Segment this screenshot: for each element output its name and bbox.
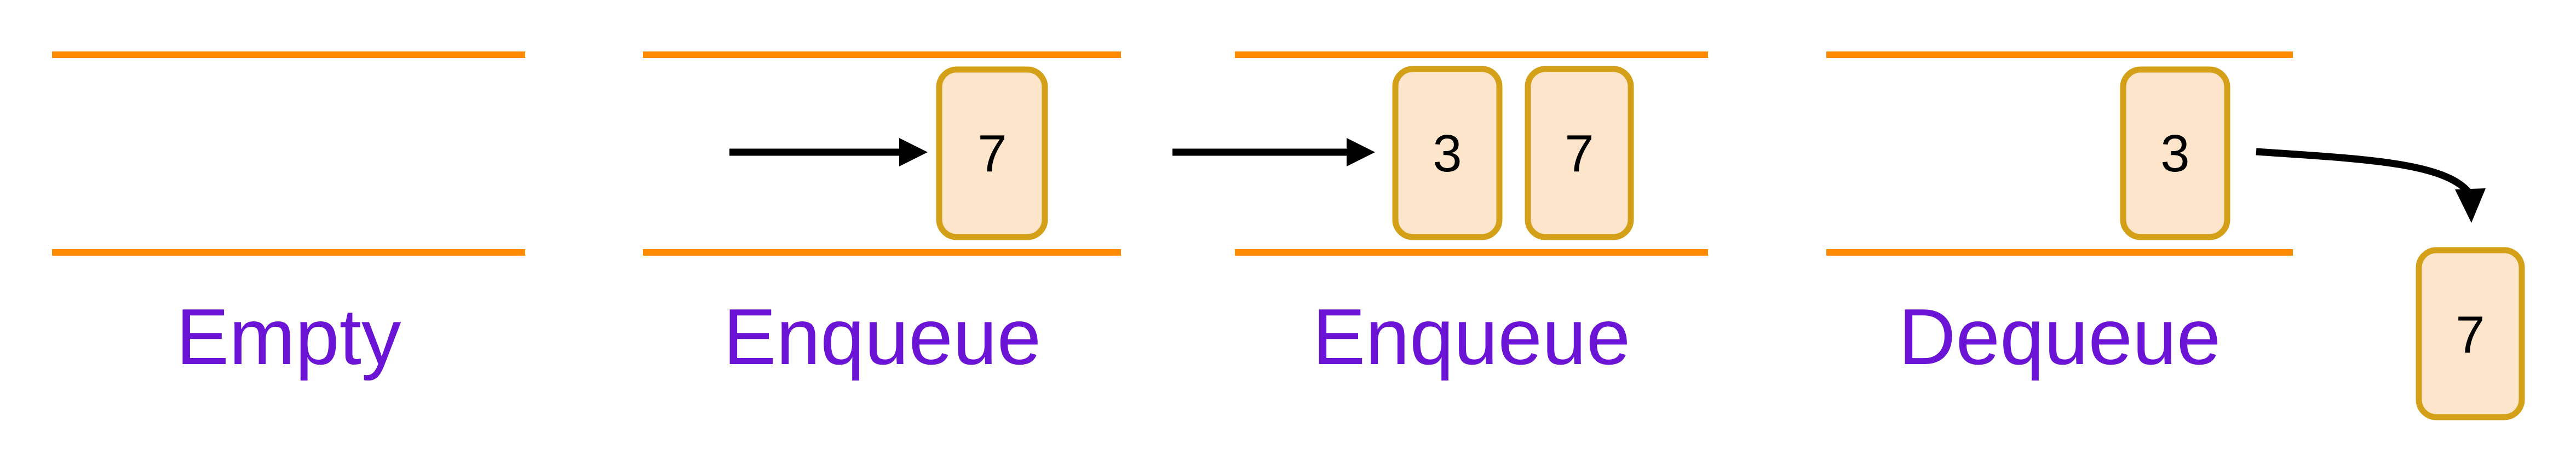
panel-label: Empty (176, 292, 401, 381)
queue-item-value: 3 (2160, 124, 2189, 183)
dequeued-item-value: 7 (2456, 305, 2485, 364)
queue-item-value: 3 (1433, 124, 1462, 183)
queue-item-box (1525, 66, 1634, 240)
queue-item-box (2120, 66, 2230, 240)
panel-label: Enqueue (723, 292, 1042, 381)
arrow-head (2455, 188, 2486, 223)
arrow-curve (2256, 148, 2471, 194)
panel-dequeue: 3 7 Dequeue (1826, 51, 2525, 420)
queue-item-box (1392, 66, 1503, 240)
queue-item-box (936, 66, 1048, 240)
enqueue-arrow-icon (729, 138, 928, 166)
panel-label: Dequeue (1899, 292, 2221, 381)
arrow-head (899, 138, 928, 166)
queue-item-value: 7 (1565, 124, 1594, 183)
panel-label: Enqueue (1313, 292, 1631, 381)
dequeue-arrow-icon (2256, 148, 2486, 223)
enqueue-arrow-icon (1172, 138, 1375, 166)
panel-enqueue-2: 3 7 Enqueue (1172, 51, 1708, 381)
panel-empty: Empty (52, 51, 525, 381)
panel-enqueue-1: 7 Enqueue (643, 51, 1121, 381)
arrow-head (1347, 138, 1375, 166)
queue-item-value: 7 (978, 124, 1007, 183)
dequeued-item-box (2416, 247, 2525, 420)
